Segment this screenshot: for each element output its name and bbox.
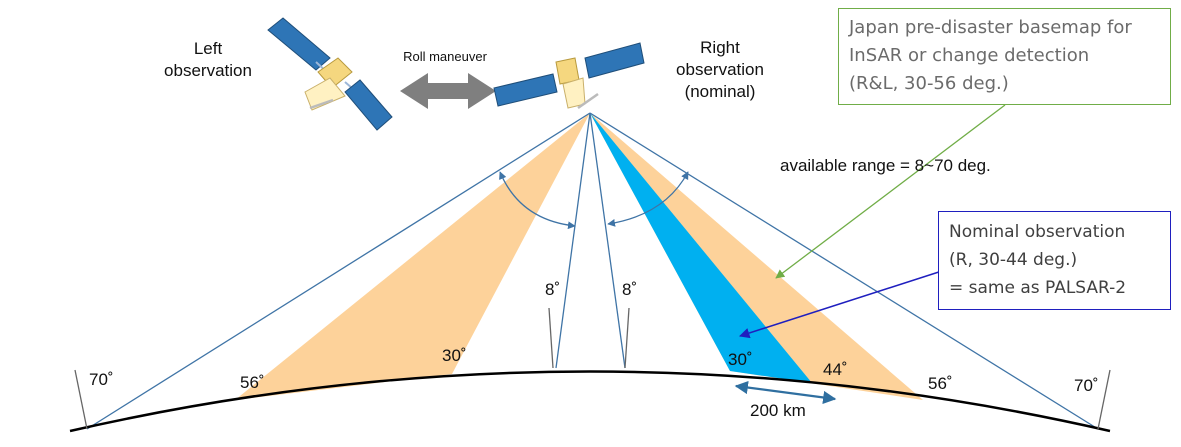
left-observation-label: Left observation xyxy=(164,39,252,80)
nominal-observation-callout: Nominal observation (R, 30-44 deg.) = sa… xyxy=(938,211,1171,310)
nominal-observation-text: Nominal observation (R, 30-44 deg.) = sa… xyxy=(949,222,1127,298)
left-satellite-icon xyxy=(267,17,393,131)
angle-8-right-label: 8˚ xyxy=(622,280,638,299)
swath-width-label: 200 km xyxy=(750,401,806,420)
left-swath-30-56 xyxy=(235,113,590,400)
angle-56-left-label: 56˚ xyxy=(240,373,265,392)
right-satellite-icon xyxy=(493,42,645,110)
earth-surface xyxy=(69,370,1111,433)
nominal-callout-arrow xyxy=(739,269,946,339)
japan-basemap-callout: Japan pre-disaster basemap for InSAR or … xyxy=(838,8,1171,105)
right-observation-label: Right observation (nominal) xyxy=(676,38,764,101)
range-rays xyxy=(86,112,1099,430)
angle-44-label: 44˚ xyxy=(823,360,848,379)
swath-width-arrow xyxy=(734,381,837,404)
angle-30-left-label: 30˚ xyxy=(442,346,467,365)
vertical-ticks xyxy=(74,307,1111,430)
angle-70-left-label: 70˚ xyxy=(89,370,114,389)
left-angle-arc xyxy=(499,171,576,230)
roll-maneuver-arrow xyxy=(400,73,496,109)
angle-8-left-label: 8˚ xyxy=(545,280,561,299)
angle-30-right-label: 30˚ xyxy=(728,350,753,369)
angle-70-right-label: 70˚ xyxy=(1074,376,1099,395)
right-angle-arc xyxy=(607,171,689,227)
roll-maneuver-label: Roll maneuver xyxy=(403,49,487,64)
available-range-label: available range = 8~70 deg. xyxy=(780,156,991,175)
japan-basemap-text: Japan pre-disaster basemap for InSAR or … xyxy=(849,17,1132,94)
angle-56-right-label: 56˚ xyxy=(928,374,953,393)
japan-callout-arrow xyxy=(775,104,1006,279)
